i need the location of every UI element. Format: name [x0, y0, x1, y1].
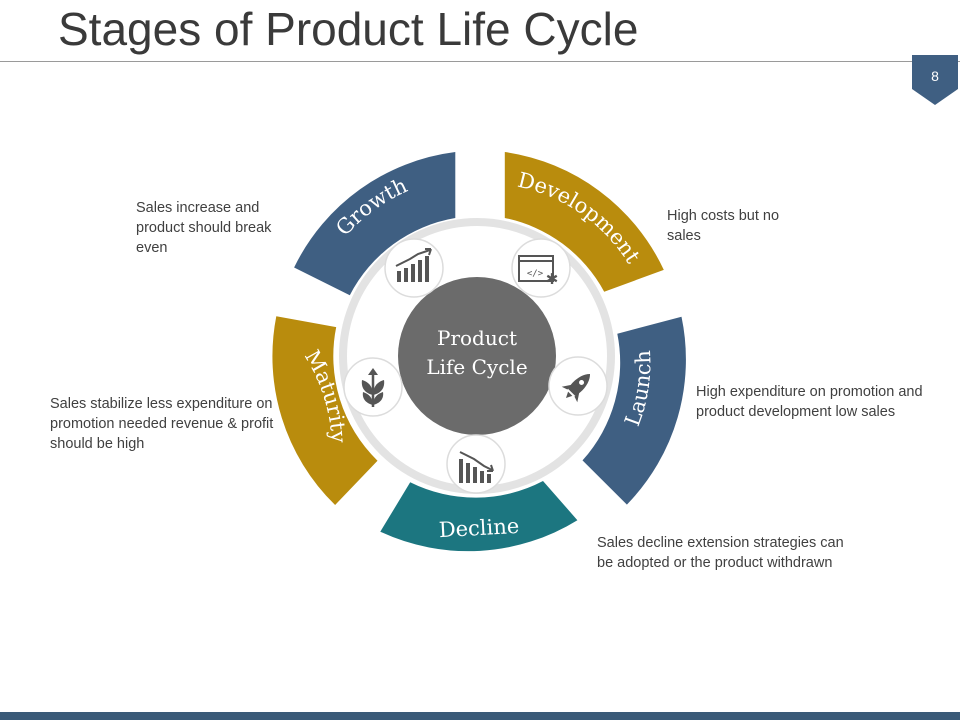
- maturity-description: Sales stabilize less expenditure on prom…: [50, 396, 274, 452]
- segment-growth: [294, 152, 456, 296]
- declining-bar-chart-icon: [446, 434, 506, 494]
- rocket-icon: [548, 356, 608, 416]
- launch-description: High expenditure on promotion and produc…: [696, 384, 923, 420]
- center-label-line1: Product: [437, 326, 517, 350]
- decline-description: Sales decline extension strategies can b…: [597, 535, 844, 571]
- plant-icon: [343, 357, 403, 417]
- svg-text:</>: </>: [527, 269, 544, 279]
- segment-label-decline: Decline: [438, 514, 520, 542]
- page-title: Stages of Product Life Cycle: [58, 3, 639, 55]
- footer-bar: [0, 712, 960, 720]
- segment-decline: [380, 481, 578, 552]
- page-number: 8: [931, 68, 939, 84]
- segment-development: [504, 152, 664, 292]
- segment-launch: [582, 316, 686, 505]
- page-number-badge: [912, 55, 958, 105]
- segment-maturity: [272, 316, 378, 505]
- svg-text:✱: ✱: [546, 270, 559, 288]
- title-divider: [0, 61, 960, 62]
- center-label-line2: Life Cycle: [426, 355, 527, 379]
- center-circle: [398, 277, 556, 435]
- growth-description: Sales increase and product should break …: [136, 200, 272, 256]
- code-window-icon: </> ✱: [511, 238, 571, 298]
- development-description: High costs but no sales: [667, 208, 780, 244]
- rising-bar-chart-icon: [384, 238, 444, 298]
